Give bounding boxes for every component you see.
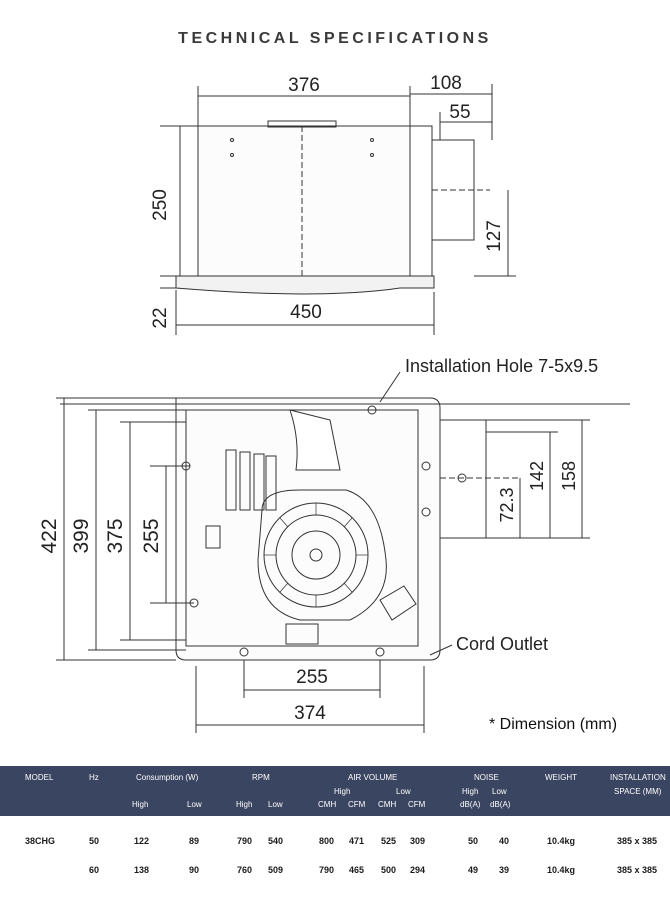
header-rpm-high: High <box>236 800 253 809</box>
header-consumption-low: Low <box>187 800 202 809</box>
spec-table-header: MODEL Hz Consumption (W) High Low RPM Hi… <box>0 766 670 816</box>
cell-space: 385 x 385 <box>617 836 658 846</box>
header-av-low-cfm: CFM <box>408 800 426 809</box>
dim-side-width-top: 376 <box>288 75 320 96</box>
cell-model: 38CHG <box>25 836 56 846</box>
cell-noise-high: 49 <box>468 865 479 875</box>
cell-weight: 10.4kg <box>547 836 576 846</box>
cell-av-high-cfm: 465 <box>349 865 365 875</box>
dim-plan-height-inner: 255 <box>140 518 163 553</box>
cell-cons-low: 89 <box>189 836 200 846</box>
cell-av-high-cmh: 790 <box>319 865 335 875</box>
page-title: TECHNICAL SPECIFICATIONS <box>178 30 492 47</box>
cell-av-high-cfm: 471 <box>349 836 365 846</box>
header-weight: WEIGHT <box>545 773 577 782</box>
cell-av-low-cmh: 500 <box>381 865 397 875</box>
dim-plan-width-inner: 255 <box>296 667 328 688</box>
cell-noise-high: 50 <box>468 836 479 846</box>
cell-hz: 50 <box>89 836 100 846</box>
cord-outlet-label: Cord Outlet <box>456 634 548 654</box>
cell-rpm-low: 540 <box>268 836 284 846</box>
dim-plan-outlet-3: 158 <box>559 461 579 491</box>
dim-side-height: 250 <box>150 189 171 221</box>
technical-drawing: 376 108 55 250 127 22 450 Installation H… <box>38 73 630 733</box>
header-hz: Hz <box>89 773 99 782</box>
cell-rpm-high: 760 <box>237 865 253 875</box>
spec-table-body: 38CHG 50 122 89 790 540 800 471 525 309 … <box>0 816 670 900</box>
header-consumption-high: High <box>132 800 149 809</box>
dimension-note: * Dimension (mm) <box>489 716 618 733</box>
cell-space: 385 x 385 <box>617 865 658 875</box>
header-consumption: Consumption (W) <box>136 773 199 782</box>
dim-plan-height-outer: 422 <box>38 518 61 553</box>
cell-hz: 60 <box>89 865 100 875</box>
cell-rpm-high: 790 <box>237 836 253 846</box>
dim-side-outlet-height: 127 <box>484 220 505 252</box>
header-noise: NOISE <box>474 773 499 782</box>
header-av-high-cmh: CMH <box>318 800 337 809</box>
header-installation-space: SPACE (MM) <box>614 787 662 796</box>
cell-noise-low: 39 <box>499 865 510 875</box>
cell-weight: 10.4kg <box>547 865 576 875</box>
header-model: MODEL <box>25 773 54 782</box>
header-av-low-cmh: CMH <box>378 800 397 809</box>
cell-cons-low: 90 <box>189 865 200 875</box>
installation-hole-label: Installation Hole 7-5x9.5 <box>405 356 598 376</box>
header-installation: INSTALLATION <box>610 773 666 782</box>
header-noise-low-dba: dB(A) <box>490 800 511 809</box>
dim-plan-width-outer: 374 <box>294 703 326 724</box>
dim-side-outlet-depth: 108 <box>430 73 462 94</box>
cell-av-low-cmh: 525 <box>381 836 397 846</box>
header-air-volume: AIR VOLUME <box>348 773 398 782</box>
header-noise-high: High <box>462 787 479 796</box>
cell-noise-low: 40 <box>499 836 510 846</box>
dim-plan-outlet-2: 142 <box>527 461 547 491</box>
dim-side-outlet-inner: 55 <box>449 102 470 123</box>
side-view-drawing <box>160 84 516 335</box>
dim-plan-height-3: 375 <box>104 518 127 553</box>
cell-av-low-cfm: 309 <box>410 836 426 846</box>
header-av-high: High <box>334 787 351 796</box>
header-av-low: Low <box>396 787 411 796</box>
dim-side-width-bottom: 450 <box>290 302 322 323</box>
header-noise-high-dba: dB(A) <box>460 800 481 809</box>
dim-plan-height-2: 399 <box>70 518 93 553</box>
dim-side-flange-height: 22 <box>150 307 171 328</box>
header-noise-low: Low <box>492 787 507 796</box>
header-rpm: RPM <box>252 773 270 782</box>
cell-cons-high: 138 <box>134 865 150 875</box>
cell-av-low-cfm: 294 <box>410 865 426 875</box>
cell-rpm-low: 509 <box>268 865 284 875</box>
header-av-high-cfm: CFM <box>348 800 366 809</box>
cell-cons-high: 122 <box>134 836 150 846</box>
header-rpm-low: Low <box>268 800 283 809</box>
plan-view-drawing <box>56 371 630 733</box>
dim-plan-outlet-1: 72.3 <box>497 487 517 522</box>
cell-av-high-cmh: 800 <box>319 836 335 846</box>
